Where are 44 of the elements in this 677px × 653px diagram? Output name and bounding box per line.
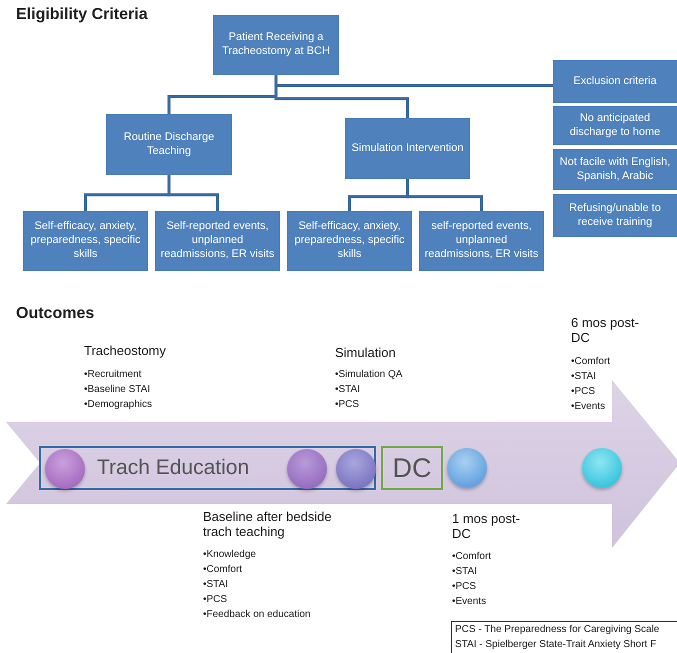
abbreviation-note: PCS - The Preparedness for Caregiving Scale [455,624,660,636]
process-box: Self-efficacy, anxiety, preparedness, specific skills [23,211,148,271]
timepoint-heading: 6 mos post-DC [571,316,640,346]
section-heading: Outcomes [16,305,94,324]
bullet-item: •STAI [335,384,360,396]
bullet-item: •Comfort [203,564,242,576]
phase-label: Trach Education [97,456,250,480]
bullet-item: •PCS [452,581,476,592]
bullet-item: •STAI [571,371,596,382]
bullet-item: •Simulation QA [335,369,402,380]
bullet-item: •PCS [571,386,596,398]
connector-line [406,179,483,211]
process-box: Exclusion criteria [553,60,677,103]
bullet-item: •Comfort [452,551,492,562]
timepoint-heading: 1 mos post-DC [452,512,521,542]
bullet-item: •Events [571,401,606,412]
process-box: Patient Receiving a Tracheostomy at BCH [213,15,339,75]
bullet-item: •Feedback on education [203,609,310,620]
bullet-item: •STAI [452,566,477,578]
bullet-item: •PCS [335,399,360,410]
bullet-item: •Baseline STAI [84,384,150,396]
process-box: Refusing/unable to receive training [553,194,677,237]
process-box: Self-efficacy, anxiety, preparedness, specific skills [287,211,412,271]
process-box: Routine Discharge Teaching [106,114,232,175]
timepoint-heading: Simulation [335,346,396,361]
bullet-item: •PCS [203,594,228,606]
abbreviation-note: STAI - Spielberger State-Trait Anxiety Short F [455,639,656,650]
bullet-item: •Knowledge [203,549,256,560]
bullet-item: •Demographics [84,399,152,410]
process-box: Self-reported events, unplanned readmissions, ER visits [155,211,280,271]
timepoint-heading: Baseline after bedside trach teaching [203,510,333,540]
phase-frame [39,446,376,490]
milestone-box: DC [381,446,443,490]
process-box: No anticipated discharge to home [553,106,677,145]
bullet-item: •Recruitment [84,369,142,380]
bullet-item: •STAI [203,579,228,590]
process-box: Simulation Intervention [345,118,470,179]
bullet-item: •Comfort [571,356,610,368]
connector-line [168,175,219,211]
timepoint-heading: Tracheostomy [84,344,166,359]
bullet-item: •Events [452,596,486,608]
process-box: Not facile with English, Spanish, Arabic [553,149,677,190]
process-box: self-reported events, unplanned readmissions, ER visits [419,211,544,271]
section-heading: Eligibility Criteria [16,6,148,24]
